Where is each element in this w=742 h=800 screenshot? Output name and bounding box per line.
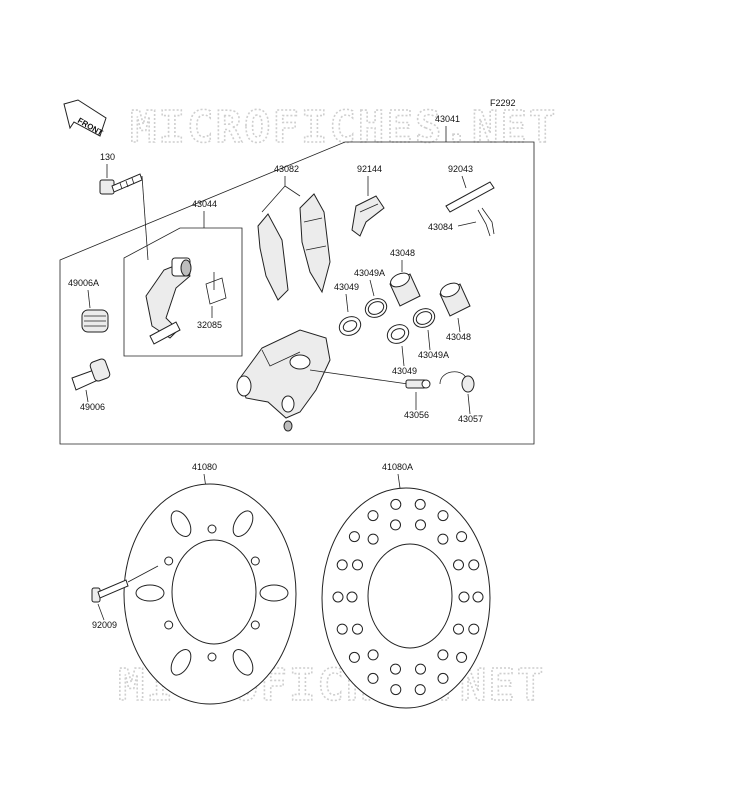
disc-vent-hole — [437, 510, 449, 522]
disc-vent-hole — [437, 533, 449, 545]
disc-vent-hole — [415, 519, 426, 531]
disc-slot — [170, 649, 192, 676]
pad-pin-92043 — [445, 181, 495, 213]
disc-bolt-hole — [250, 620, 260, 630]
disc-slot — [170, 510, 192, 537]
brake-disc-41080 — [123, 483, 297, 705]
label-43048-b: 43048 — [446, 332, 471, 342]
label-130: 130 — [100, 152, 115, 162]
disc-vent-hole — [414, 684, 426, 696]
disc-vent-hole — [390, 519, 401, 531]
disc-vent-hole — [472, 591, 484, 603]
disc-41080-slots — [135, 510, 289, 676]
label-43041: 43041 — [435, 114, 460, 124]
disc-vent-hole — [352, 623, 363, 635]
label-43056: 43056 — [404, 410, 429, 420]
caliper-assembly-outline — [59, 141, 535, 445]
disc-vent-hole — [390, 498, 402, 510]
disc-vent-hole — [415, 663, 426, 675]
disc-vent-hole — [348, 531, 360, 543]
piston-43048-b — [439, 282, 471, 317]
disc-bolt-hole — [164, 556, 174, 566]
disc-vent-hole — [390, 684, 402, 696]
label-43049-b: 43049 — [392, 366, 417, 376]
disc-vent-hole — [336, 559, 348, 571]
disc-vent-hole — [453, 623, 464, 635]
disc-vent-hole — [367, 533, 379, 545]
disc-bolt-hole — [207, 652, 217, 662]
bleeder-valve-43056 — [405, 379, 431, 389]
disc-vent-hole — [414, 498, 426, 510]
disc-vent-hole — [367, 672, 379, 684]
label-43084: 43084 — [428, 222, 453, 232]
brake-pad-outer — [299, 193, 331, 294]
label-92144: 92144 — [357, 164, 382, 174]
label-32085: 32085 — [197, 320, 222, 330]
disc-vent-hole — [453, 559, 464, 571]
disc-vent-hole — [468, 559, 480, 571]
diagram-code: F2292 — [490, 98, 516, 108]
disc-slot — [232, 649, 254, 676]
bleeder-cap-43057 — [439, 371, 475, 393]
disc-slot — [135, 584, 165, 602]
disc-bolt-hole — [250, 556, 260, 566]
disc-vent-hole — [456, 651, 468, 663]
disc-vent-hole — [336, 623, 348, 635]
spring-clip-32085 — [205, 272, 227, 318]
disc-vent-hole — [458, 591, 470, 603]
disc-vent-hole — [437, 672, 449, 684]
label-49006A: 49006A — [68, 278, 99, 288]
disc-vent-hole — [346, 591, 358, 603]
disc-bolt-hole — [207, 524, 217, 534]
label-92009: 92009 — [92, 620, 117, 630]
disc-vent-hole — [390, 663, 401, 675]
brake-disc-41080A — [321, 487, 491, 709]
disc-slot — [232, 510, 254, 537]
bracket-subassembly-outline — [123, 227, 243, 357]
label-41080A: 41080A — [382, 462, 413, 472]
label-43049A-b: 43049A — [418, 350, 449, 360]
disc-41080A-holes — [332, 498, 484, 696]
pin-clip-43084 — [477, 207, 495, 237]
label-43048-a: 43048 — [390, 248, 415, 258]
front-arrow-icon: FRONT — [63, 99, 107, 138]
label-92043: 92043 — [448, 164, 473, 174]
disc-vent-hole — [352, 559, 363, 571]
seal-43049-b — [386, 324, 410, 344]
piston-43048-a — [389, 272, 421, 307]
disc-bolt-92009 — [91, 579, 129, 603]
label-41080: 41080 — [192, 462, 217, 472]
label-43049A-a: 43049A — [354, 268, 385, 278]
disc-vent-hole — [367, 649, 379, 661]
seal-43049-a — [338, 316, 362, 336]
disc-vent-hole — [437, 649, 449, 661]
disc-vent-hole — [456, 531, 468, 543]
caliper-body — [236, 329, 331, 432]
seal-43049A-a — [364, 298, 388, 318]
label-43082: 43082 — [274, 164, 299, 174]
disc-vent-hole — [367, 510, 379, 522]
slide-pin-49006 — [71, 358, 111, 391]
label-43057: 43057 — [458, 414, 483, 424]
bolt-130 — [99, 173, 143, 195]
label-43049-a: 43049 — [334, 282, 359, 292]
seal-43049A-b — [412, 308, 436, 328]
dust-boot-49006A — [81, 309, 109, 333]
caliper-bracket — [145, 257, 192, 345]
label-43044: 43044 — [192, 199, 217, 209]
disc-vent-hole — [332, 591, 344, 603]
disc-vent-hole — [348, 651, 360, 663]
label-49006: 49006 — [80, 402, 105, 412]
pad-spring-92144 — [351, 195, 385, 237]
disc-bolt-hole — [164, 620, 174, 630]
brake-pad-inner — [257, 213, 289, 301]
watermark-top: MICROFICHES.NET — [130, 102, 557, 153]
disc-vent-hole — [468, 623, 480, 635]
disc-slot — [259, 584, 289, 602]
